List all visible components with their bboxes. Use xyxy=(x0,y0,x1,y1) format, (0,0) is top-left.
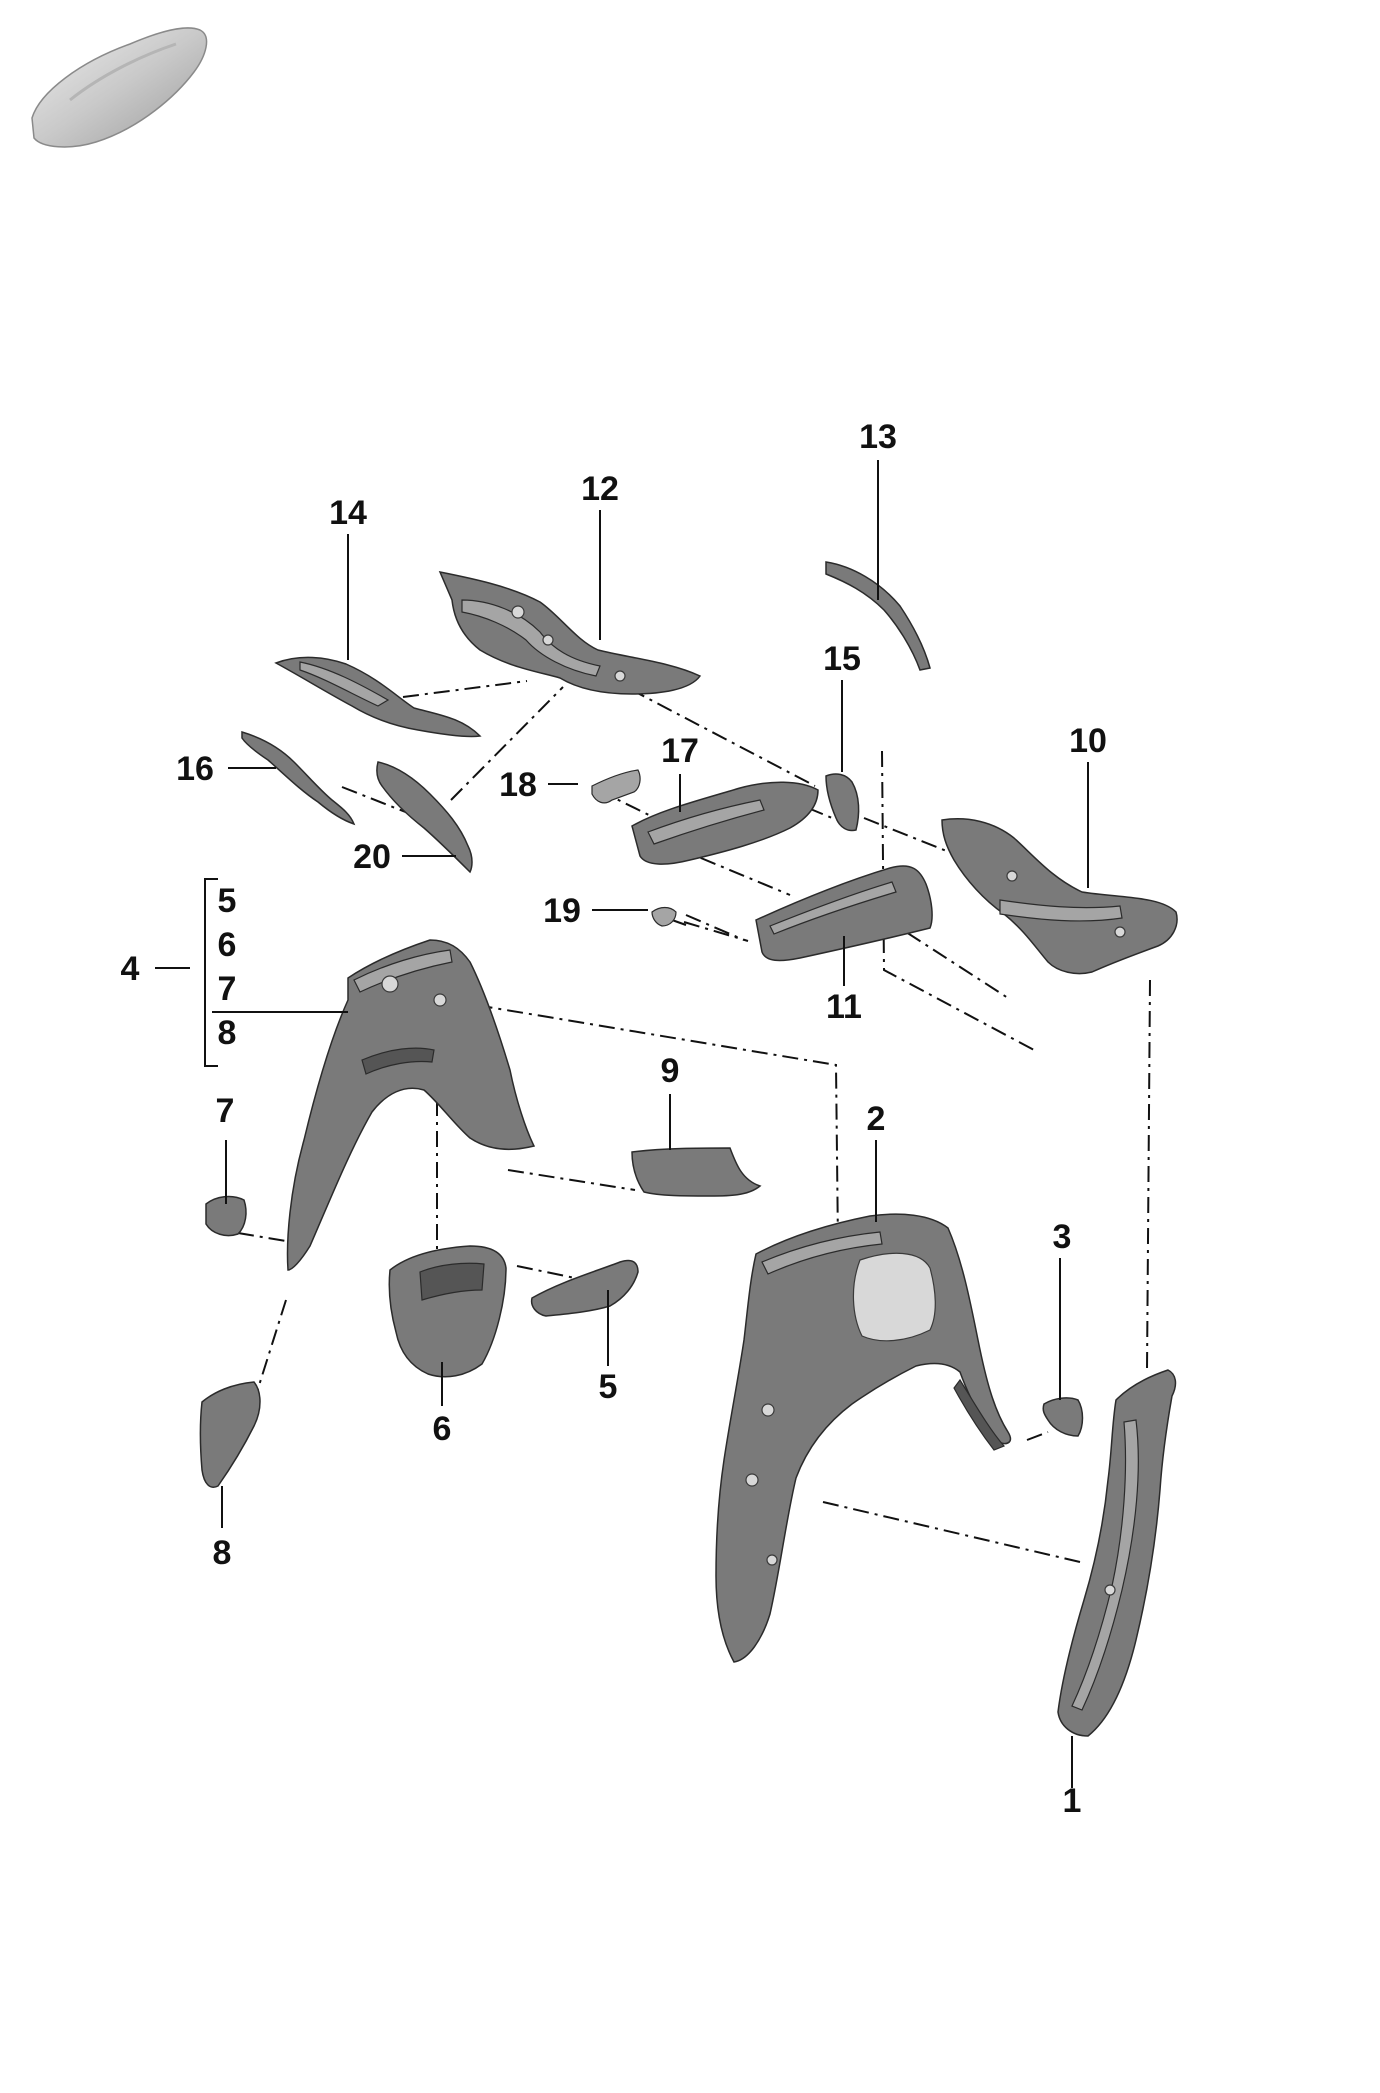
callout-14: 14 xyxy=(329,494,367,532)
part-9 xyxy=(631,1147,762,1197)
part-20 xyxy=(376,761,473,874)
part-1-pillar xyxy=(1057,1369,1177,1737)
part-3-bracket xyxy=(1042,1397,1084,1437)
part-18 xyxy=(591,769,641,804)
part-14 xyxy=(274,656,482,738)
callout-2: 2 xyxy=(867,1100,886,1138)
part-16 xyxy=(241,730,356,826)
callout-12: 12 xyxy=(581,470,619,508)
callout-4-item-5: 5 xyxy=(218,882,237,920)
callout-17: 17 xyxy=(661,732,699,770)
callout-4-item-7: 7 xyxy=(218,970,237,1008)
callout-13: 13 xyxy=(859,418,897,456)
callout-labels: 1 2 3 4 5 6 7 8 5 6 7 8 9 10 11 12 13 14… xyxy=(121,418,1107,1820)
callout-5: 5 xyxy=(599,1368,618,1406)
car-silhouette-icon xyxy=(31,27,208,148)
part-8 xyxy=(199,1381,261,1488)
callout-18: 18 xyxy=(499,766,537,804)
part-5 xyxy=(530,1259,639,1317)
callout-20: 20 xyxy=(353,838,391,876)
callout-6: 6 xyxy=(433,1410,452,1448)
part-6 xyxy=(388,1245,507,1378)
part-2-inner-side-panel xyxy=(715,1213,1012,1663)
callout-4-item-6: 6 xyxy=(218,926,237,964)
callout-11: 11 xyxy=(826,988,862,1026)
callout-9: 9 xyxy=(661,1052,680,1090)
callout-7: 7 xyxy=(216,1092,235,1130)
part-10 xyxy=(941,818,1178,975)
part-4-wheelhouse-assembly xyxy=(286,939,536,1271)
part-15 xyxy=(825,773,860,832)
part-19 xyxy=(651,906,677,927)
callout-3: 3 xyxy=(1053,1218,1072,1256)
part-12 xyxy=(438,570,702,695)
callout-4-item-8: 8 xyxy=(218,1014,237,1052)
assembly-lines xyxy=(237,680,1151,1563)
leader-lines xyxy=(155,460,1089,1788)
callout-10: 10 xyxy=(1069,722,1107,760)
callout-8: 8 xyxy=(213,1534,232,1572)
callout-4: 4 xyxy=(121,950,140,988)
part-17 xyxy=(631,781,819,865)
callout-16: 16 xyxy=(176,750,214,788)
part-11 xyxy=(755,865,933,962)
callout-15: 15 xyxy=(823,640,861,678)
callout-19: 19 xyxy=(543,892,581,930)
callout-1: 1 xyxy=(1063,1782,1082,1820)
